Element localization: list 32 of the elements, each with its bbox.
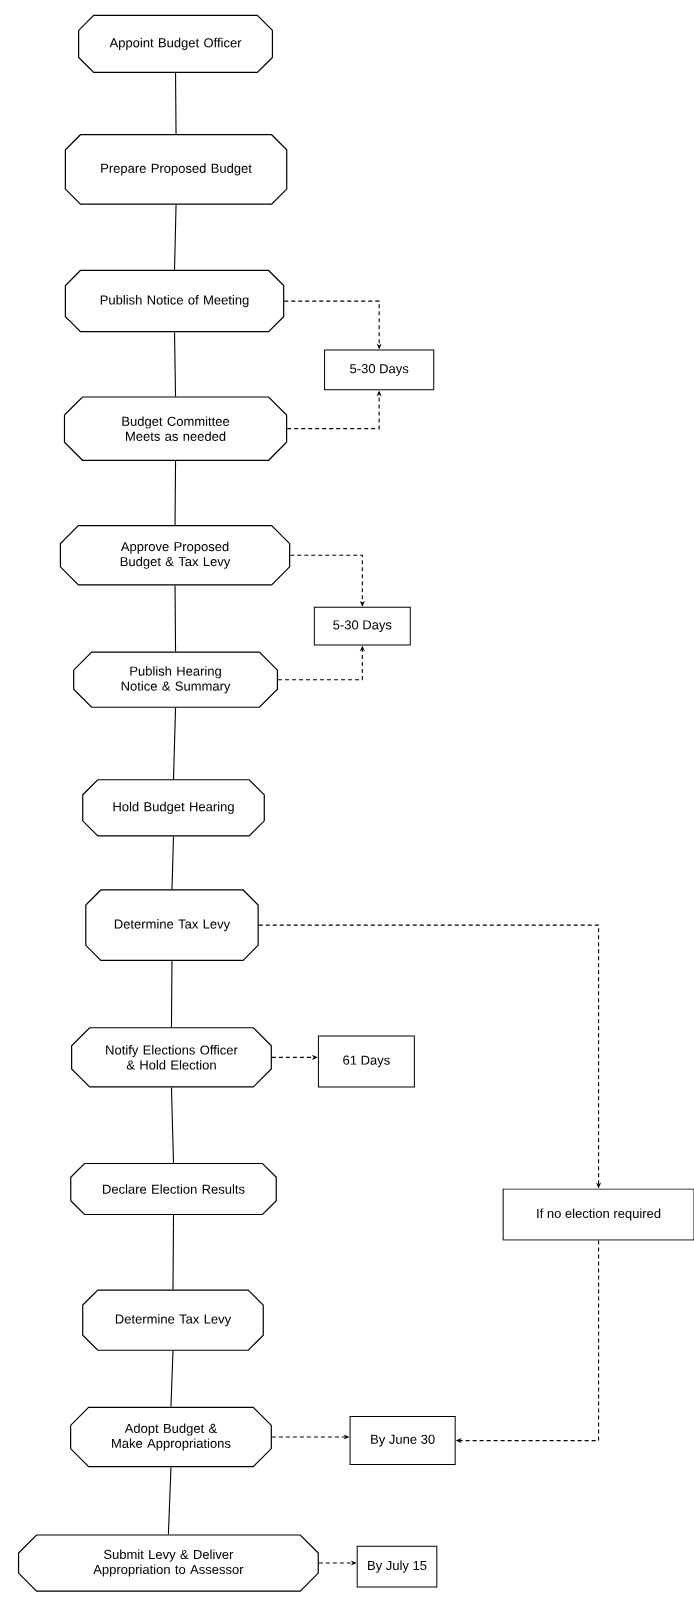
time-box: 5-30 Days [324,349,435,391]
process-box: Hold Budget Hearing [82,779,265,837]
process-box: Publish Hearing Notice & Summary [73,651,279,708]
connector-line [174,584,177,653]
process-box: Declare Election Results [70,1162,277,1216]
process-box: Publish Notice of Meeting [64,269,285,333]
connector-line [173,204,177,271]
connector-line [173,331,177,397]
connector-line [172,1214,175,1290]
process-box: Adopt Budget & Make Appropriations [70,1406,272,1468]
time-box: If no election required [502,1188,694,1241]
connector-line [172,707,177,780]
connector-line [167,1466,172,1535]
connector-line [175,72,177,135]
connector-line [171,835,175,890]
time-box: 61 Days [317,1035,415,1088]
time-box: By July 15 [356,1545,438,1588]
process-box: Determine Tax Levy [85,889,259,961]
process-box: Budget Committee Meets as needed [63,396,288,461]
time-box: 5-30 Days [313,606,411,646]
connector-line [170,1087,175,1164]
process-box: Approve Proposed Budget & Tax Levy [59,525,291,586]
process-box: Prepare Proposed Budget [64,134,288,205]
connector-line [170,960,173,1028]
connector-line [170,1350,174,1408]
process-box: Submit Levy & Deliver Appropriation to Assessor [17,1534,319,1592]
process-box: Appoint Budget Officer [78,14,274,74]
connector-line [174,460,177,526]
process-box: Notify Elections Officer & Hold Election [71,1027,272,1088]
arrow [271,1054,318,1060]
process-box: Determine Tax Levy [82,1289,264,1351]
time-box: By June 30 [349,1416,456,1466]
